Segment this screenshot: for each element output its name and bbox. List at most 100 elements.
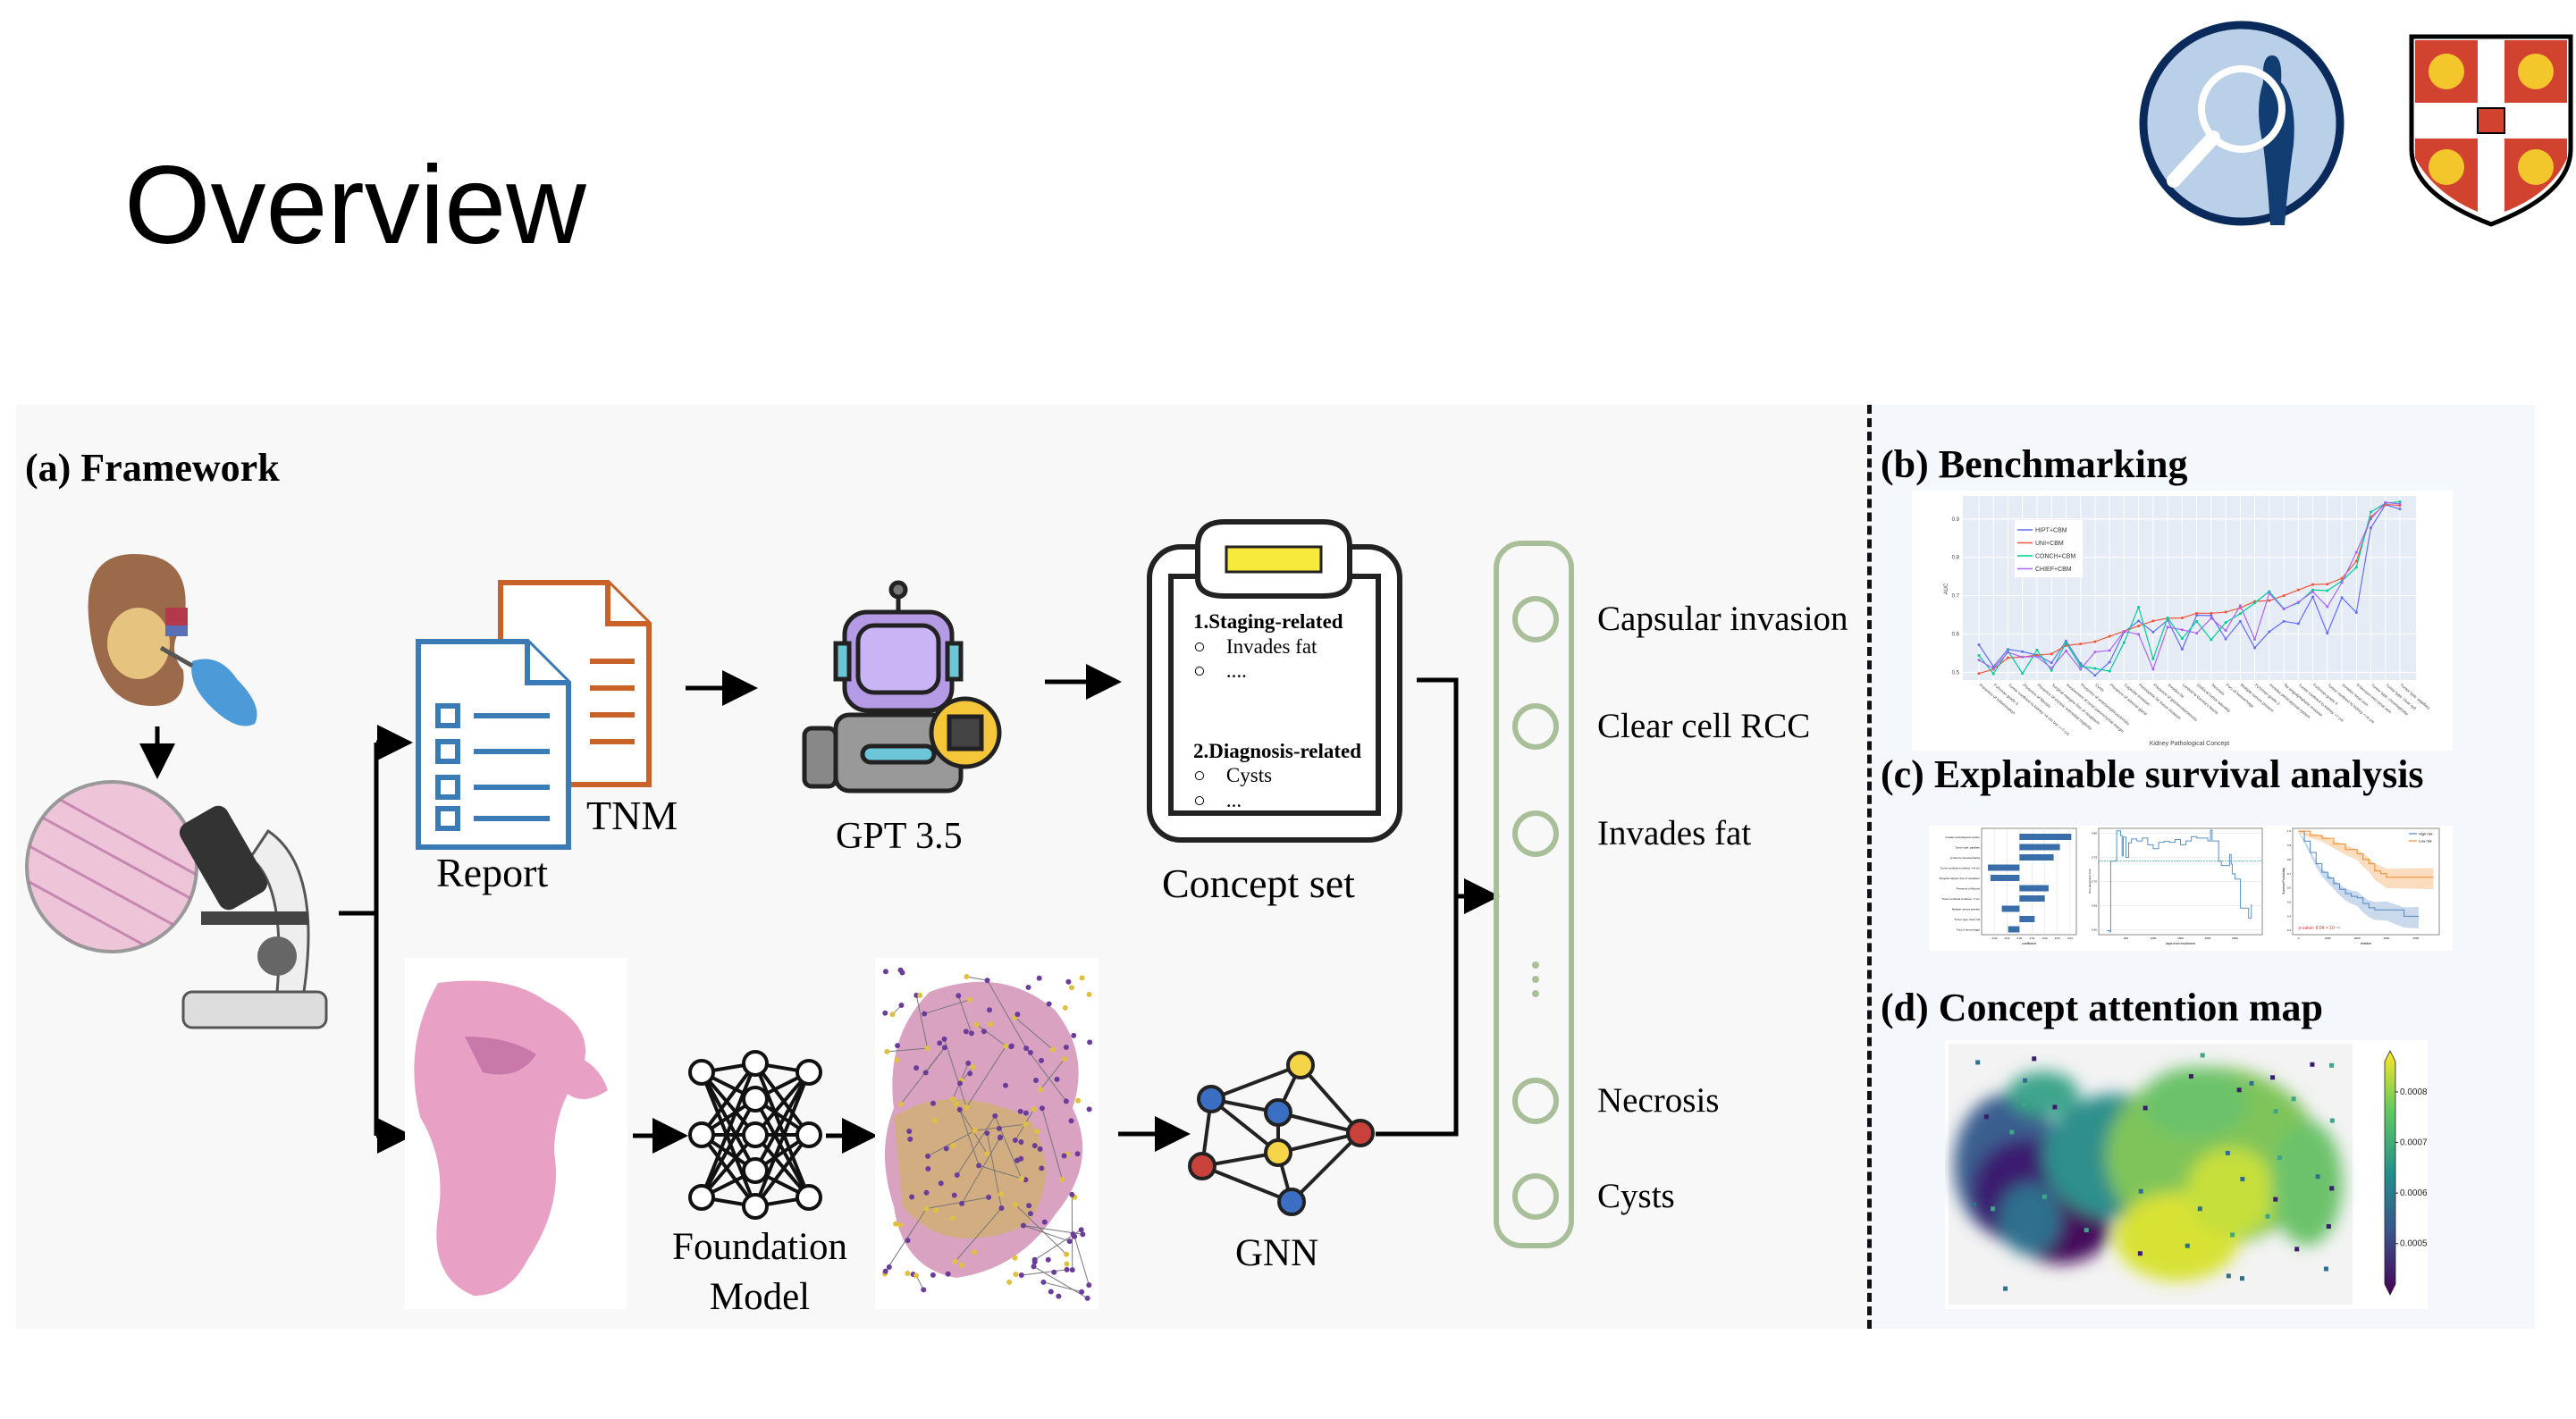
nn-node bbox=[796, 1121, 822, 1148]
heat-pixel bbox=[2200, 1053, 2205, 1058]
data-point bbox=[2195, 632, 2199, 635]
nn-node bbox=[796, 1059, 822, 1086]
graph-node bbox=[925, 1153, 931, 1159]
graph-node bbox=[933, 1207, 939, 1213]
graph-node bbox=[986, 1194, 992, 1200]
bar bbox=[2019, 834, 2072, 840]
clipboard-content: 1.Staging-related ○ Invades fat ○ .... 2… bbox=[1193, 609, 1361, 813]
graph-node bbox=[941, 1036, 947, 1042]
graph-node bbox=[984, 978, 990, 984]
heat-pixel bbox=[2225, 1150, 2230, 1155]
graph-node bbox=[1023, 1110, 1029, 1116]
graph-node bbox=[905, 1271, 911, 1277]
y-tick-label: 1.0 bbox=[2287, 829, 2292, 833]
robot-gpt-icon bbox=[802, 580, 1002, 793]
graph-node bbox=[925, 1165, 931, 1171]
nn-edge bbox=[700, 1062, 757, 1198]
gnn-node bbox=[1264, 1138, 1292, 1167]
graph-edge bbox=[955, 1104, 988, 1155]
data-point bbox=[2151, 619, 2155, 623]
y-tick-label: 0.7 bbox=[2287, 872, 2292, 876]
graph-node bbox=[897, 1222, 904, 1228]
data-point bbox=[2253, 601, 2257, 605]
nn-edge bbox=[753, 1133, 811, 1208]
gnn-edge bbox=[1201, 1164, 1292, 1204]
data-point bbox=[2035, 649, 2039, 652]
graph-node bbox=[1018, 1272, 1024, 1279]
y-tick-label: 0.4 bbox=[2287, 914, 2292, 918]
data-point bbox=[2238, 612, 2242, 616]
y-tick-label: 0.8 bbox=[2287, 858, 2292, 861]
data-point bbox=[2064, 649, 2067, 652]
data-point bbox=[2137, 633, 2141, 636]
graph-node bbox=[1017, 1108, 1023, 1114]
data-point bbox=[2253, 646, 2257, 650]
graph-node bbox=[1012, 1138, 1018, 1144]
heat-pixel bbox=[2329, 1118, 2335, 1123]
graph-node bbox=[898, 1003, 905, 1009]
bar-label: Surgical margins free of neoplasm bbox=[1939, 877, 1980, 880]
heat-pixel bbox=[2022, 1102, 2027, 1107]
data-point bbox=[2398, 508, 2402, 511]
graph-node bbox=[893, 1221, 899, 1227]
data-point bbox=[2253, 638, 2257, 642]
x-tick-label: 2500 bbox=[2232, 936, 2238, 940]
y-axis-label: time-dependent AUC bbox=[2088, 868, 2092, 894]
bar-label: Multiple tumors present bbox=[1952, 908, 1980, 911]
graph-node bbox=[981, 1029, 987, 1035]
x-tick-label: 0.02 bbox=[2042, 936, 2048, 940]
heat-pixel bbox=[2023, 1078, 2028, 1083]
y-tick-label: 0.75 bbox=[2092, 855, 2097, 859]
bar bbox=[2019, 895, 2045, 902]
x-tick-label: -0.02 bbox=[1991, 936, 1998, 940]
graph-edge bbox=[900, 1046, 946, 1104]
x-tick-label: 2000 bbox=[2354, 936, 2361, 940]
nn-node bbox=[742, 1050, 769, 1077]
heat-pixel bbox=[2323, 1266, 2328, 1272]
data-point bbox=[2166, 626, 2169, 629]
colorbar-tick-label: 0.0006 bbox=[2400, 1188, 2428, 1198]
bar-plot-frame bbox=[1981, 827, 2077, 936]
graph-node bbox=[951, 1192, 957, 1198]
graph-node bbox=[1065, 978, 1072, 985]
graph-node bbox=[897, 1101, 904, 1107]
kidney-icon bbox=[88, 554, 188, 706]
graph-node bbox=[1039, 1057, 1045, 1063]
y-axis-label: AUC bbox=[1944, 583, 1949, 594]
bar bbox=[1988, 864, 2020, 871]
nn-edge bbox=[753, 1098, 811, 1198]
graph-node bbox=[1086, 991, 1092, 997]
graph-node bbox=[987, 1007, 993, 1013]
colorbar bbox=[2384, 1050, 2396, 1296]
data-point bbox=[2296, 588, 2300, 592]
graph-node bbox=[924, 1045, 930, 1052]
x-tick-label: 0.01 bbox=[2030, 936, 2035, 940]
graph-node bbox=[930, 1100, 936, 1106]
gnn-node bbox=[1197, 1085, 1225, 1113]
graph-node bbox=[1069, 1267, 1075, 1273]
heat-pixel bbox=[2226, 1273, 2231, 1279]
y-tick-label: 0.70 bbox=[2092, 880, 2097, 884]
data-point bbox=[2340, 581, 2344, 584]
confidence-band bbox=[2298, 831, 2420, 928]
heat-blobs bbox=[1954, 1067, 2343, 1281]
graph-node bbox=[949, 1215, 955, 1222]
y-tick-label: 0.6 bbox=[1952, 633, 1960, 638]
concept-node bbox=[1512, 1173, 1559, 1220]
data-point bbox=[2210, 617, 2213, 620]
legend-label: CONCH+CBM bbox=[2035, 554, 2075, 560]
nn-edge bbox=[700, 1071, 757, 1137]
gpt-label: GPT 3.5 bbox=[836, 816, 963, 857]
data-point bbox=[2151, 668, 2155, 671]
heat-pixel bbox=[2185, 1243, 2190, 1248]
bar bbox=[2019, 844, 2060, 851]
graph-node bbox=[964, 973, 970, 979]
clipboard-icon bbox=[1147, 519, 1402, 843]
data-point bbox=[2180, 637, 2184, 641]
graph-node bbox=[959, 1262, 965, 1268]
x-tick-label: 1000 bbox=[2325, 936, 2331, 940]
graph-node bbox=[882, 1010, 888, 1016]
nn-edge bbox=[753, 1062, 811, 1137]
data-point bbox=[2108, 669, 2111, 673]
